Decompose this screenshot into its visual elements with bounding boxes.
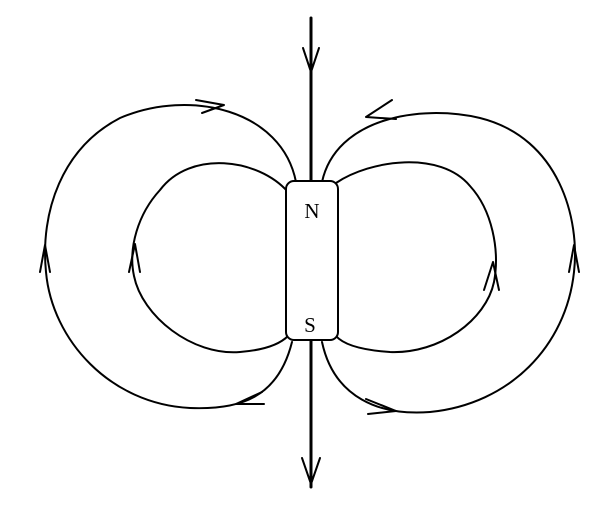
arrow-left-outer-side (39, 244, 51, 273)
south-pole-label: S (304, 313, 316, 337)
axis-arrow-top (302, 47, 320, 73)
field-line-left-inner (131, 162, 289, 354)
field-line-right-inner (335, 161, 497, 354)
arrow-right-outer-top (365, 99, 397, 120)
arrow-right-outer-bottom (365, 398, 397, 415)
arrow-right-outer-side (568, 244, 580, 273)
arrow-right-inner-side (483, 261, 500, 291)
arrow-left-outer-top (195, 99, 225, 114)
axis-arrow-bottom (301, 457, 321, 485)
north-pole-label: N (304, 199, 319, 223)
bar-magnet (285, 180, 339, 341)
field-line-left-outer (44, 104, 297, 410)
arrow-left-inner-side (128, 243, 141, 273)
arrow-left-outer-bottom (235, 391, 265, 405)
field-line-right-outer (321, 112, 576, 414)
